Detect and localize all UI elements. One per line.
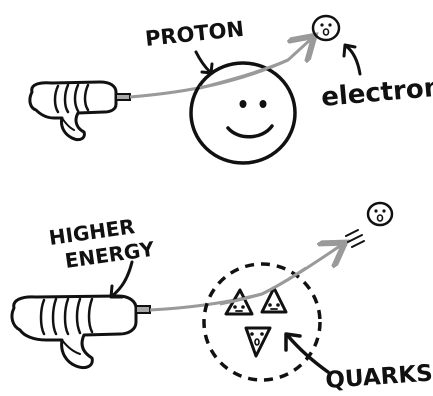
- ray-gun-icon: [12, 296, 150, 368]
- bottom-scene: HIGHER ENERGY: [12, 203, 433, 394]
- electron-label: electron: [320, 73, 433, 113]
- proton-label: PROTON: [144, 17, 245, 51]
- quarks-pointer-arrow: [288, 336, 328, 372]
- electron-pointer-arrow: [346, 46, 360, 74]
- quark-icon: [246, 328, 270, 356]
- ray-gun-icon: [30, 82, 130, 140]
- energy-pointer-arrow: [112, 262, 132, 296]
- electron-icon: [346, 203, 392, 247]
- proton-pointer-arrow: [196, 52, 210, 72]
- quarks-label: QUARKS: [325, 361, 433, 394]
- electron-icon: [313, 16, 339, 40]
- top-scene: PROTON electron: [30, 16, 433, 163]
- broken-proton-outline: [204, 264, 320, 380]
